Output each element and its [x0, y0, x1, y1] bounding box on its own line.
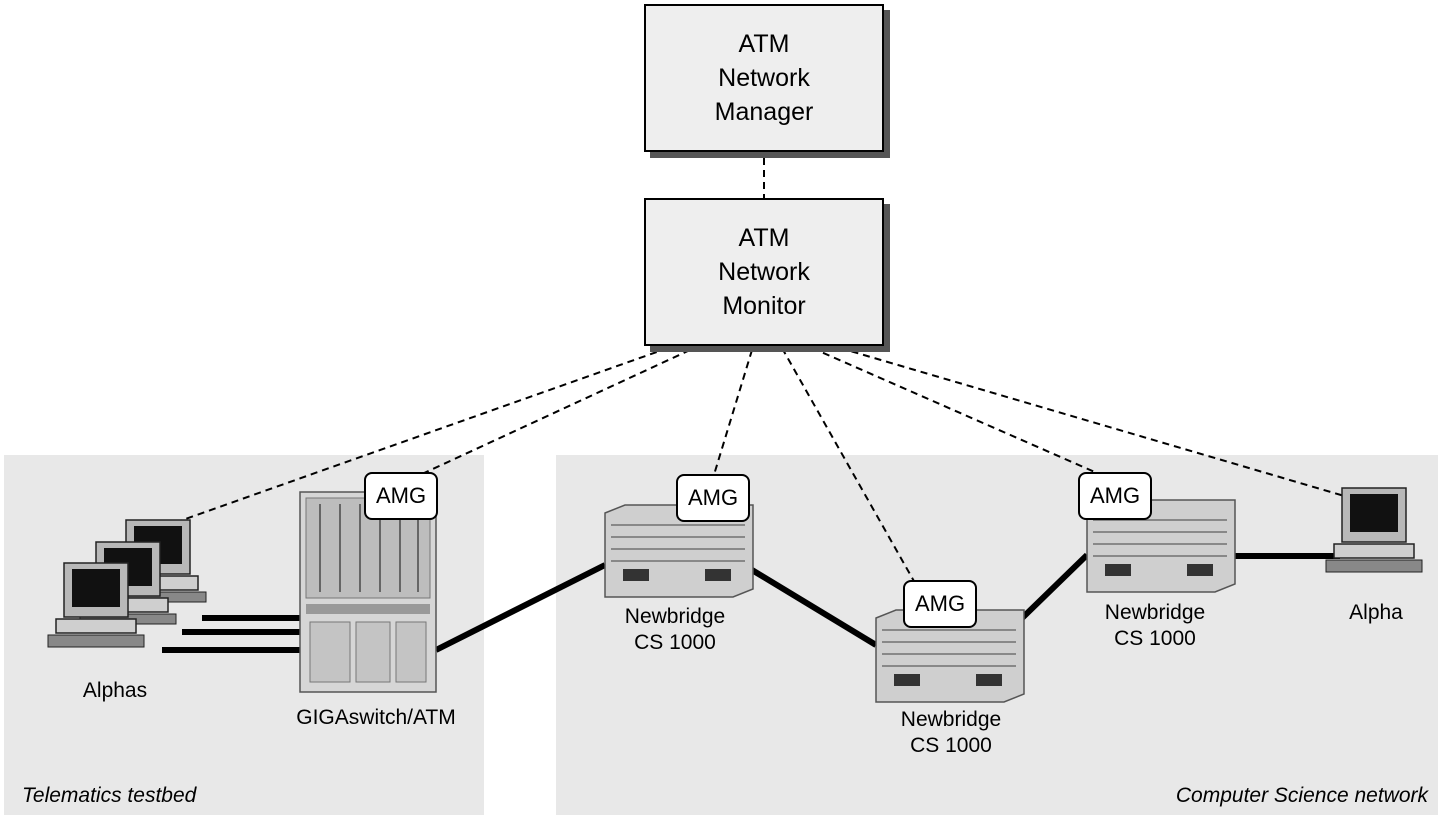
alphas-workstations-icon [47, 519, 207, 648]
newbridge1-newbridge2-link [750, 567, 878, 648]
newbridge-1-label: Newbridge CS 1000 [600, 604, 750, 656]
monitor-line-3: Monitor [722, 292, 806, 320]
newbridge-3-line-1: Newbridge [1104, 601, 1206, 624]
monitor-line-2: Network [718, 258, 810, 286]
newbridge-2-chassis-icon [875, 609, 1025, 703]
atm-network-manager-box: ATM Network Manager [644, 4, 884, 152]
newbridge-1-line-1: Newbridge [624, 605, 726, 628]
monitor-newbridge1-link [712, 349, 753, 479]
gigaswitch-rack-icon [299, 491, 437, 693]
manager-line-1: ATM [738, 30, 790, 58]
computer-science-network-label: Computer Science network [1175, 784, 1428, 807]
amg-tag-newbridge-1: AMG [676, 474, 750, 522]
monitor-newbridge3-link [811, 347, 1098, 474]
amg-tag-gigaswitch: AMG [364, 472, 438, 520]
atm-network-monitor-box: ATM Network Monitor [644, 198, 884, 346]
monitor-line-1: ATM [738, 224, 790, 252]
monitor-alpha-link [839, 347, 1359, 501]
alpha-label: Alpha [1349, 601, 1403, 624]
newbridge-1-chassis-icon [604, 504, 754, 598]
amg-tag-newbridge-3: AMG [1078, 472, 1152, 520]
newbridge-2-line-1: Newbridge [900, 708, 1002, 731]
gigaswitch-label: GIGAswitch/ATM [296, 706, 456, 729]
newbridge2-newbridge3-link [1012, 552, 1090, 628]
alphas-label: Alphas [82, 679, 148, 702]
manager-line-3: Manager [714, 98, 814, 126]
newbridge-3-label: Newbridge CS 1000 [1080, 600, 1230, 652]
manager-line-2: Network [718, 64, 810, 92]
newbridge-2-label: Newbridge CS 1000 [876, 707, 1026, 759]
alpha-workstation-icon [1325, 487, 1423, 573]
newbridge-2-line-2: CS 1000 [910, 734, 992, 757]
telematics-testbed-label: Telematics testbed [22, 784, 197, 807]
newbridge-1-line-2: CS 1000 [634, 631, 716, 654]
monitor-newbridge2-link [781, 347, 916, 584]
amg-tag-newbridge-2: AMG [903, 580, 977, 628]
switch-newbridge1-link [434, 562, 607, 653]
monitor-alphas-link-2 [354, 349, 691, 506]
newbridge-3-line-2: CS 1000 [1114, 627, 1196, 650]
monitor-alphas-link-1 [159, 347, 669, 529]
